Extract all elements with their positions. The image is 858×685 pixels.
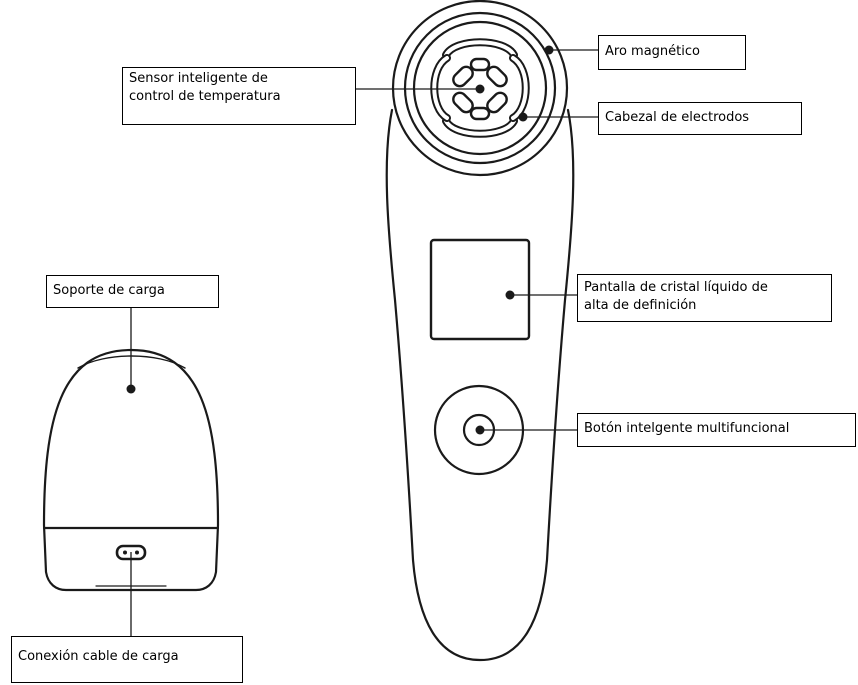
charging-base-text: Soporte de carga [53, 283, 165, 298]
magnetic-ring-text: Aro magnético [605, 44, 700, 59]
charging-base-outline [42, 348, 220, 592]
temp-sensor-text-1: Sensor inteligente de [129, 71, 268, 86]
label-charging-port: Conexión cable de carga [11, 636, 243, 683]
lcd-text-1: Pantalla de cristal líquido de [584, 280, 768, 295]
label-magnetic-ring: Aro magnético [598, 35, 746, 70]
magnetic-ring-inner [403, 11, 557, 165]
temp-sensor-text-2: control de temperatura [129, 89, 281, 104]
lcd-text-2: alta de definición [584, 298, 697, 313]
smart-button-text: Botón intelgente multifuncional [584, 421, 790, 436]
electrode-head-text: Cabezal de electrodos [605, 110, 750, 125]
charging-port-text: Conexión cable de carga [18, 649, 179, 664]
label-smart-button: Botón intelgente multifuncional [577, 413, 856, 447]
device-body-outline [385, 108, 575, 662]
leader-lines [130, 49, 598, 636]
electrode-pads [452, 57, 508, 121]
label-lcd-screen: Pantalla de cristal líquido de alta de d… [577, 274, 832, 322]
label-charging-base: Soporte de carga [46, 275, 219, 308]
lcd-screen [429, 238, 531, 341]
label-temperature-sensor: Sensor inteligente de control de tempera… [122, 67, 356, 125]
electrode-head-plate [412, 20, 548, 156]
label-electrode-head: Cabezal de electrodos [598, 102, 802, 135]
electrode-bars [430, 38, 530, 138]
